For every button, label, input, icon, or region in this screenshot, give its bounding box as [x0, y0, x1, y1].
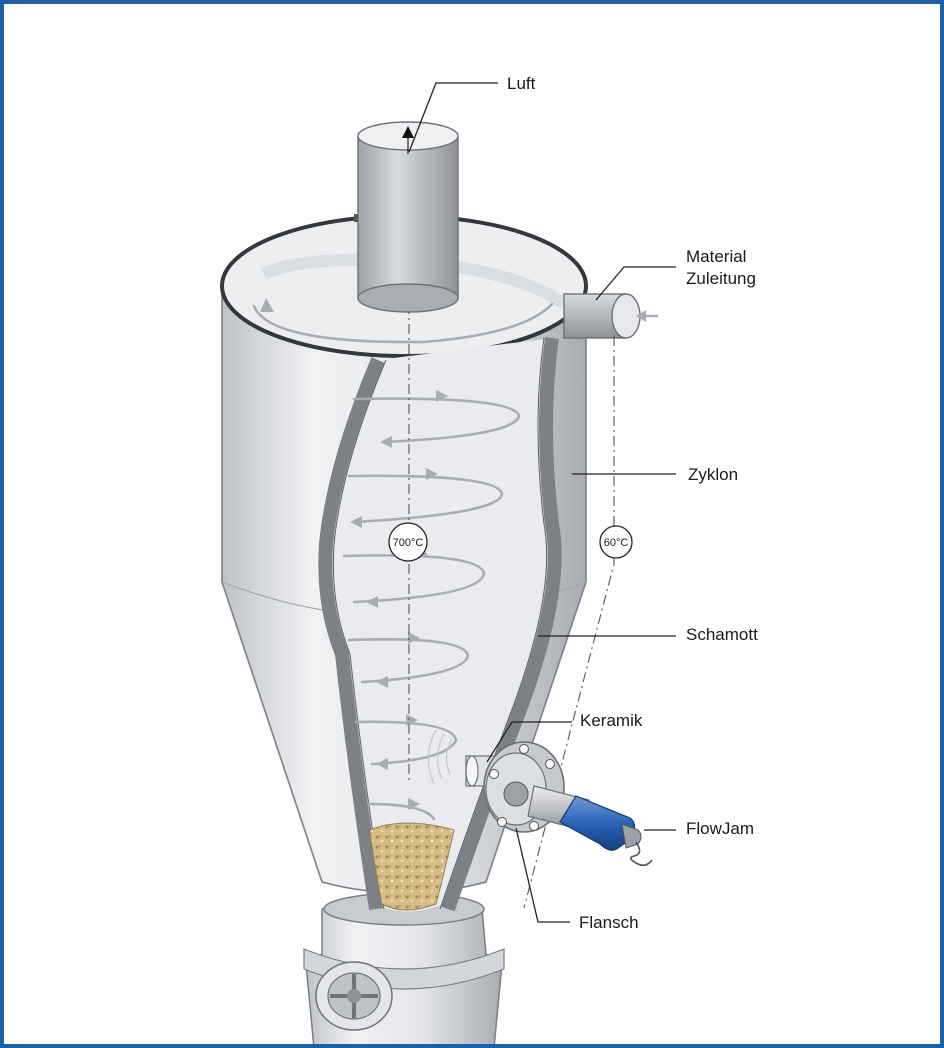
leader-keramik	[486, 721, 572, 763]
schamott-lining-right	[441, 337, 562, 912]
flow-arrow-icon	[406, 714, 418, 726]
valve-wheel-icon	[315, 961, 393, 1031]
flow-arrow-icon	[436, 390, 448, 402]
flow-arrow-icon	[380, 436, 392, 448]
collected-material	[369, 822, 455, 911]
label-flowjam: FlowJam	[686, 819, 754, 838]
material-inlet	[523, 293, 658, 909]
label-flansch: Flansch	[579, 913, 639, 932]
sensor-cable	[630, 841, 653, 867]
temp-marker-inner: 700°C	[388, 522, 428, 562]
label-luft: Luft	[507, 74, 536, 93]
flow-arrow-icon	[350, 516, 362, 528]
temp-marker-outer: 60°C	[599, 525, 633, 559]
leader-flansch	[515, 827, 570, 923]
swirl-flow	[252, 298, 554, 821]
flow-arrow-icon	[376, 676, 388, 688]
air-up-arrow-icon	[402, 126, 414, 138]
inlet-arrow-icon	[636, 310, 646, 322]
temp-inner-label: 700°C	[393, 537, 424, 549]
leader-luft	[408, 82, 498, 153]
flowjam-sensor-body	[559, 795, 636, 851]
flow-arrow-icon	[260, 298, 274, 312]
schamott-lining-left	[318, 357, 385, 911]
leader-material	[595, 266, 676, 301]
flow-arrow-icon	[426, 468, 438, 480]
air-outlet-pipe	[354, 121, 459, 313]
label-material: Material	[686, 247, 746, 266]
cutaway-interior	[318, 337, 562, 912]
label-zuleitung: Zuleitung	[686, 269, 756, 288]
flow-arrow-icon	[408, 632, 420, 644]
label-zyklon: Zyklon	[688, 465, 738, 484]
cyclone-diagram: 700°C 60°C Luft Material Zuleitung Zyklo…	[220, 74, 758, 1044]
flow-arrow-icon	[376, 758, 388, 770]
flow-arrow-icon	[366, 596, 378, 608]
label-keramik: Keramik	[580, 711, 643, 730]
temp-outer-label: 60°C	[604, 537, 629, 549]
flowjam-sensor-assembly	[465, 741, 653, 867]
label-schamott: Schamott	[686, 625, 758, 644]
flow-arrow-icon	[408, 798, 420, 810]
outlet-valve	[303, 892, 505, 1044]
